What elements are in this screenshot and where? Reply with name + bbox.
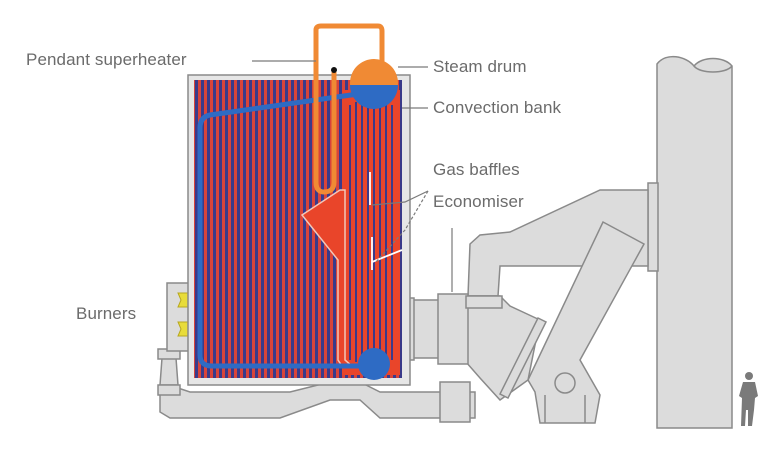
pendant-superheater [313, 23, 385, 195]
fan-duct [527, 220, 646, 424]
label-burners: Burners [76, 304, 137, 323]
burner-windbox [166, 282, 191, 352]
label-economiser: Economiser [433, 192, 524, 211]
steam-drum [350, 59, 398, 109]
boiler-casing [187, 74, 411, 386]
fan-hub [554, 372, 576, 394]
label-convection-bank: Convection bank [433, 98, 562, 117]
label-steam-drum: Steam drum [433, 57, 527, 76]
leader-lines [252, 60, 453, 292]
air-duct [157, 348, 476, 423]
chimney [647, 55, 733, 429]
water-wall [197, 90, 370, 369]
mud-drum [358, 348, 390, 380]
label-gas-baffles: Gas baffles [433, 160, 520, 179]
label-pendant-superheater: Pendant superheater [26, 50, 187, 69]
person-icon [739, 372, 758, 426]
